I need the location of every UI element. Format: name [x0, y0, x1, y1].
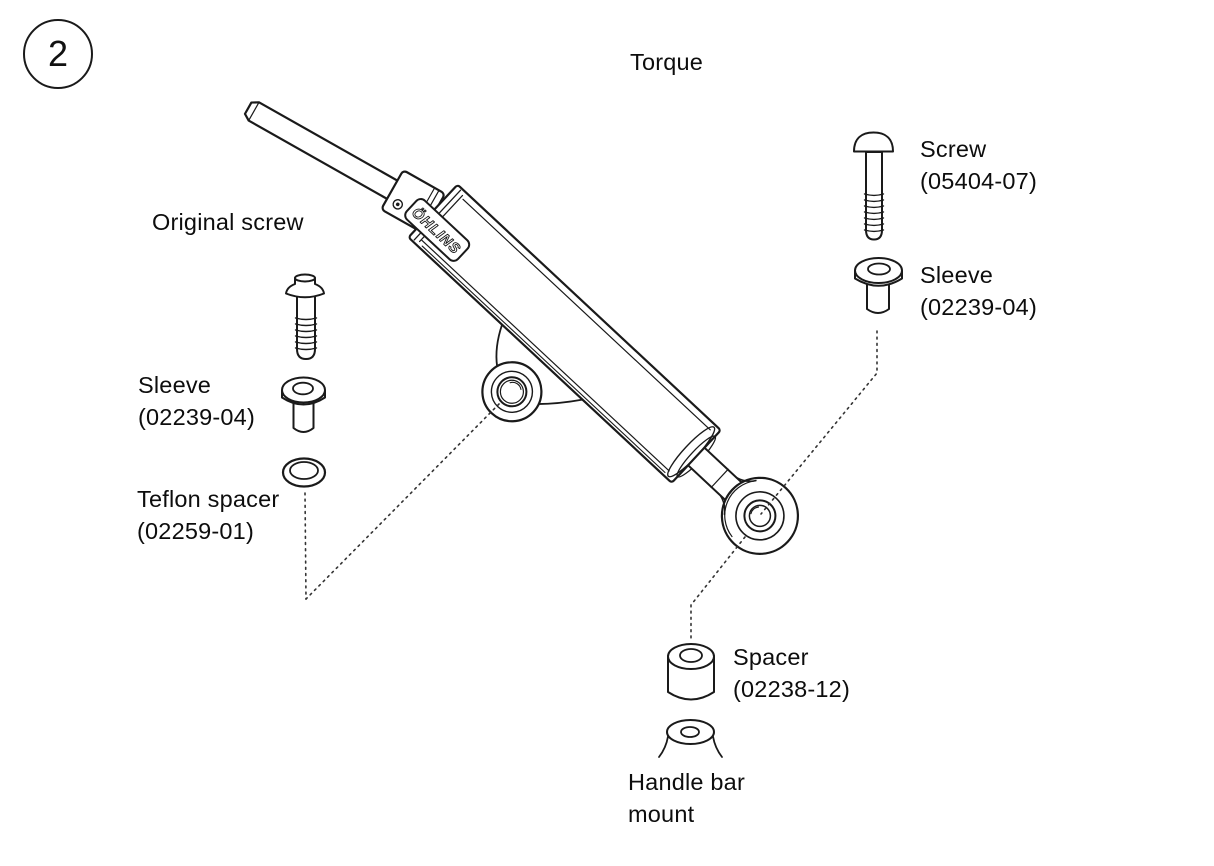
label-screw-right-part-no: (05404-07) [920, 168, 1037, 194]
label-teflon-spacer-part-no: (02259-01) [137, 518, 254, 544]
handlebar-mount-drawing [658, 719, 723, 758]
screw-right-drawing [853, 131, 894, 241]
figure-number-badge: 2 [23, 19, 93, 89]
label-sleeve-left: Sleeve (02239-04) [138, 369, 255, 433]
leader-line-bracket [305, 403, 500, 600]
torque-heading: Torque [630, 49, 704, 75]
steering-damper-drawing: ÖHLINS [243, 101, 800, 555]
label-teflon-spacer: Teflon spacer (02259-01) [137, 483, 279, 547]
label-sleeve-right-part-no: (02239-04) [920, 294, 1037, 320]
bleed-screw-icon [392, 199, 404, 210]
leader-line-sleeve-right [760, 330, 878, 515]
label-sleeve-left-part-no: (02239-04) [138, 404, 255, 430]
label-original-screw: Original screw [152, 209, 304, 235]
rod-end-eye [719, 476, 800, 555]
label-handlebar-mount-line1: Handle bar [628, 769, 745, 795]
label-handlebar-mount-line2: mount [628, 801, 695, 827]
label-handlebar-mount: Handle bar mount [628, 766, 745, 830]
original-screw-drawing [285, 273, 325, 360]
figure-number: 2 [47, 33, 69, 74]
sleeve-left-drawing [281, 376, 326, 433]
label-sleeve-right: Sleeve (02239-04) [920, 259, 1037, 323]
label-screw-right-name: Screw [920, 136, 987, 162]
sleeve-right-drawing [854, 257, 903, 314]
label-spacer-part-no: (02238-12) [733, 676, 850, 702]
label-spacer: Spacer (02238-12) [733, 641, 850, 705]
leader-line-spacer [690, 536, 746, 642]
damper-body: ÖHLINS [404, 184, 800, 555]
label-sleeve-left-name: Sleeve [138, 372, 212, 398]
label-sleeve-right-name: Sleeve [920, 262, 994, 288]
teflon-spacer-drawing [281, 457, 327, 488]
spacer-drawing [667, 643, 715, 701]
label-screw-right: Screw (05404-07) [920, 133, 1037, 197]
mounting-bracket-boss [481, 323, 584, 423]
label-teflon-spacer-name: Teflon spacer [137, 486, 280, 512]
leader-line-teflon-spacer [304, 492, 307, 600]
label-spacer-name: Spacer [733, 644, 809, 670]
